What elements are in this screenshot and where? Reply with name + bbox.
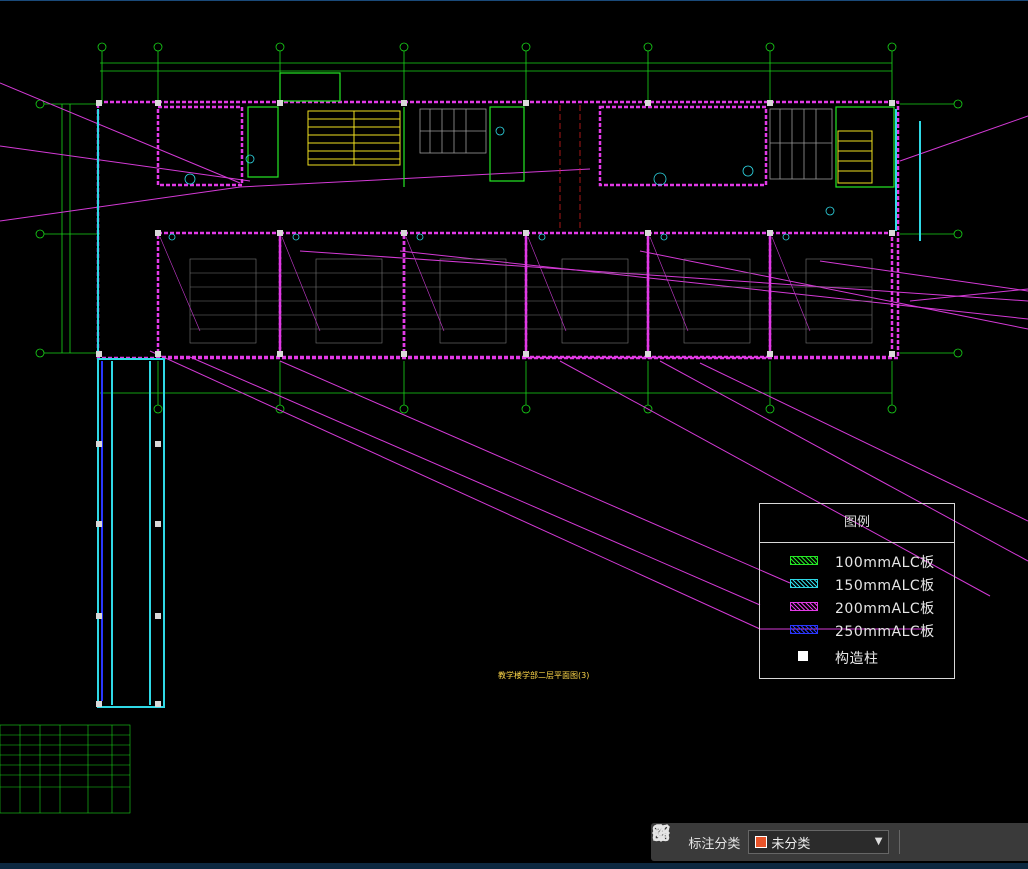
annotation-category-label: 标注分类 <box>688 836 741 852</box>
category-select[interactable]: 未分类 ▼ <box>748 830 890 854</box>
toolbar-divider <box>899 830 901 854</box>
axis-lines <box>559 105 581 231</box>
legend-item-150: 150mmALC板 <box>760 574 956 596</box>
legend-title: 图例 <box>760 504 954 543</box>
schedule-table <box>0 724 131 814</box>
walls-200 <box>96 100 900 360</box>
copy-icon[interactable] <box>654 825 996 856</box>
category-color-chip <box>755 836 768 848</box>
chevron-down-icon: ▼ <box>874 836 883 847</box>
edit-icon[interactable] <box>653 823 933 856</box>
walls-100 <box>247 72 895 188</box>
bottom-status-strip <box>0 863 1028 869</box>
legend-swatch-100 <box>790 556 818 565</box>
walls-150 <box>97 109 921 708</box>
category-value: 未分类 <box>771 836 811 852</box>
legend-label-250: 250mmALC板 <box>835 624 935 640</box>
move-icon[interactable] <box>651 823 965 856</box>
legend-item-200: 200mmALC板 <box>760 597 956 619</box>
legend-swatch-250 <box>790 625 818 634</box>
toilet-fixtures <box>419 108 833 180</box>
legend-swatch-150 <box>790 579 818 588</box>
classroom-diagonals <box>159 236 811 332</box>
legend-label-100: 100mmALC板 <box>835 555 935 571</box>
grid-bubbles <box>35 42 963 414</box>
legend-swatch-200 <box>790 602 818 611</box>
legend-panel: 图例 100mmALC板 150mmALC板 200mmALC板 250mmAL… <box>759 503 955 679</box>
columns <box>96 100 895 707</box>
legend-label-column: 构造柱 <box>835 651 879 667</box>
annotation-markers <box>168 126 835 241</box>
legend-item-100: 100mmALC板 <box>760 551 956 573</box>
plan-title: 教学楼学部二层平面图(3) <box>498 671 590 680</box>
legend-label-200: 200mmALC板 <box>835 601 935 617</box>
leader-lines <box>0 82 1028 630</box>
stairs <box>307 110 873 184</box>
legend-item-250: 250mmALC板 <box>760 620 956 642</box>
paste-icon[interactable] <box>653 824 1028 856</box>
annotation-toolbar: 标注分类 未分类 ▼ <box>651 823 1028 861</box>
classroom-desks <box>189 258 873 344</box>
legend-swatch-column <box>798 651 808 661</box>
legend-item-column: 构造柱 <box>760 647 956 669</box>
legend-label-150: 150mmALC板 <box>835 578 935 594</box>
